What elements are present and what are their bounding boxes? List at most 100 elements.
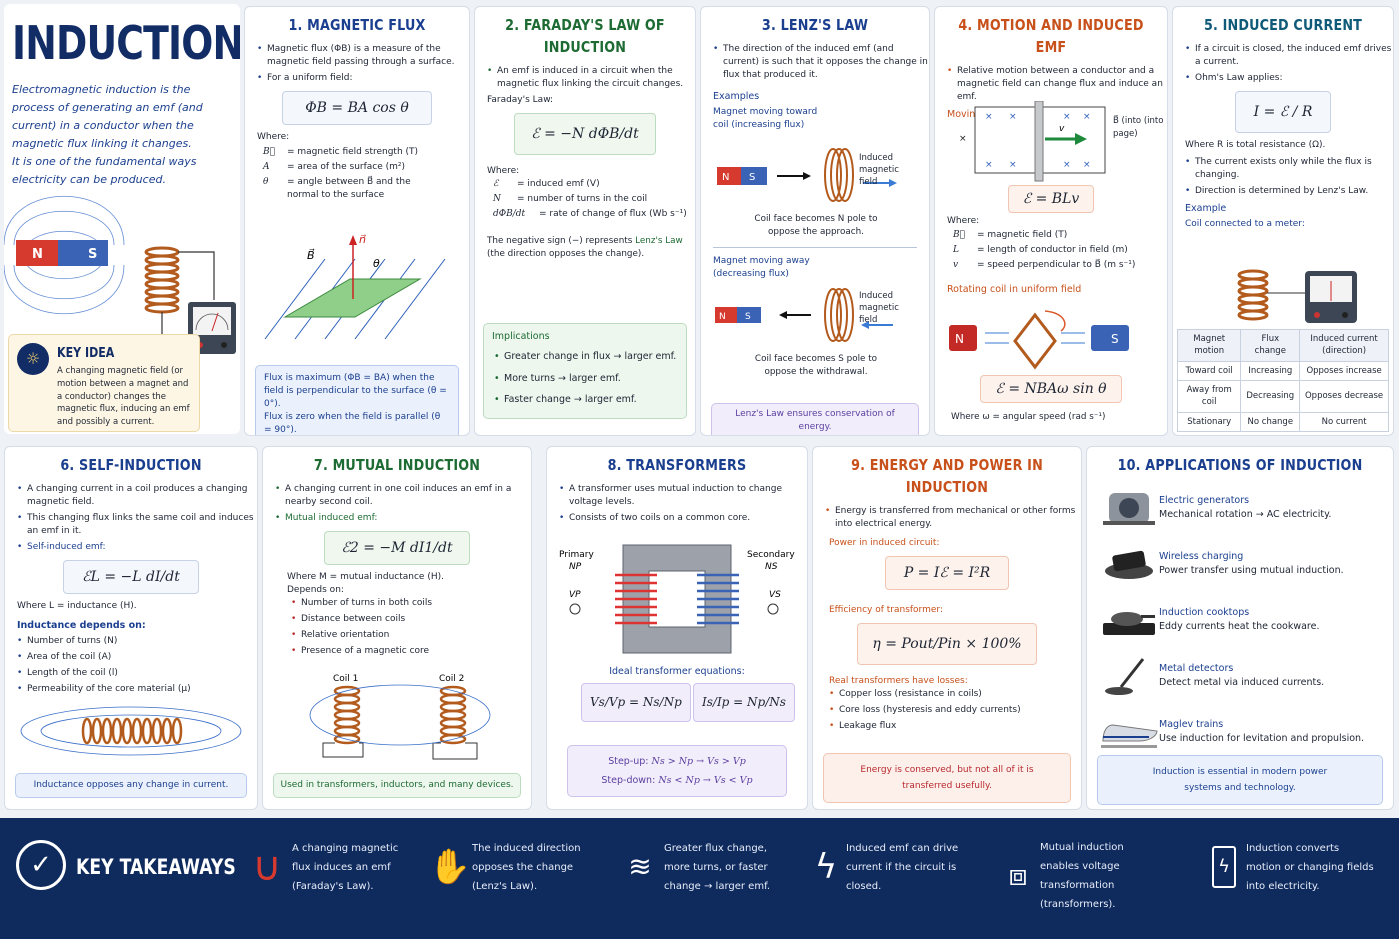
ohms-law-formula: I = ℰ / R: [1234, 90, 1332, 134]
key-takeaways-bar: ✓ KEY TAKEAWAYS ∪ A changing magnetic fl…: [0, 818, 1399, 939]
intro-text: Electromagnetic induction is the process…: [12, 82, 203, 151]
motion-var: L= length of conductor in field (m): [953, 245, 1128, 256]
table-header: Flux change: [1240, 329, 1301, 362]
lenz-ex1-title: Magnet moving toward coil (increasing fl…: [713, 106, 818, 130]
generator-icon: [1103, 492, 1155, 525]
loss-item: Copper loss (resistance in coils): [829, 688, 1081, 701]
faraday-formula: ℰ = −N dΦB/dt: [514, 112, 656, 155]
loss-item: Core loss (hysteresis and eddy currents): [829, 704, 1081, 717]
battery-charge-icon: ϟ: [1202, 838, 1246, 896]
flux-note: Flux is maximum (ΦB = BA) when the field…: [255, 365, 459, 435]
intro-panel: INDUCTION Electromagnetic induction is t…: [4, 4, 240, 434]
lenz-ex1-caption: Coil face becomes N pole to oppose the a…: [754, 214, 878, 237]
panel-faraday: 2. FARADAY'S LAW OF INDUCTION An emf is …: [474, 6, 696, 436]
maglev-train-icon: [1101, 724, 1158, 748]
loss-item: Leakage flux: [829, 720, 1081, 733]
panel-lenz: 3. LENZ'S LAW The direction of the induc…: [700, 6, 930, 436]
flux-title: 1. MAGNETIC FLUX: [288, 16, 426, 34]
dependency-item: Number of turns (N): [17, 635, 257, 648]
lenz-examples: Examples: [713, 90, 760, 102]
faraday-where: Where:: [487, 165, 520, 176]
voltage-ratio-formula: Vs/Vp = Ns/Np: [581, 683, 691, 723]
motion-title: 4. MOTION AND INDUCED EMF: [958, 16, 1144, 56]
wireless-charger-icon: [1105, 550, 1153, 579]
moving-conductor-diagram: ×××× ××××× v: [959, 101, 1106, 182]
power-formula: P = Iℰ = I²R: [884, 555, 1010, 590]
current-title: 5. INDUCED CURRENT: [1203, 16, 1363, 34]
implication-item: Greater change in flux → larger emf.: [494, 350, 682, 364]
rotating-coil-diagram: N S: [949, 310, 1129, 370]
normal-label: n⃗: [359, 233, 366, 246]
panel-transformers: 8. TRANSFORMERS A transformer uses mutua…: [546, 446, 808, 810]
field-label: B⃗: [307, 248, 315, 262]
takeaway-item: A changing magnetic flux induces an emf …: [292, 842, 399, 892]
mutual-emf-formula: ℰ2 = −M dI1/dt: [324, 530, 470, 566]
primary-label: Primary: [559, 550, 594, 560]
table-header: Induced current (direction): [1299, 329, 1389, 362]
flux-surface-diagram: n⃗ B⃗ θ: [264, 233, 446, 340]
svg-text:S: S: [745, 312, 751, 322]
takeaway-item: Greater flux change, more turns, or fast…: [664, 842, 771, 892]
panel-induced-current: 5. INDUCED CURRENT If a circuit is close…: [1172, 6, 1394, 436]
svg-text:N: N: [955, 332, 964, 346]
energy-title: 9. ENERGY AND POWER IN INDUCTION: [851, 456, 1043, 496]
current-bullet-3: The current exists only while the flux i…: [1185, 156, 1393, 182]
lenz-bullet-1: The direction of the induced emf (and cu…: [713, 43, 929, 82]
energy-note: Energy is conserved, but not all of it i…: [823, 753, 1071, 804]
applications-note: Induction is essential in modern power s…: [1097, 755, 1383, 806]
dependency-item: Distance between coils: [291, 613, 531, 626]
current-bullet-2: Ohm's Law applies:: [1185, 72, 1393, 85]
table-row: Magnet motion Flux change Induced curren…: [1176, 329, 1389, 362]
power-title: Power in induced circuit:: [829, 537, 940, 548]
mutual-bullet-1: A changing current in one coil induces a…: [275, 483, 531, 509]
faraday-bullet-1: An emf is induced in a circuit when the …: [487, 65, 695, 91]
np-label: NP: [569, 562, 582, 572]
coil-1-label: Coil 1: [333, 674, 358, 684]
motion-bullet-1: Relative motion between a conductor and …: [947, 65, 1167, 104]
implications-title: Implications: [492, 331, 550, 342]
svg-text:×: ×: [985, 160, 993, 170]
key-idea-title: KEY IDEA: [57, 346, 115, 361]
magnet-n-pole: [16, 240, 58, 266]
mutual-where: Where M = mutual inductance (H).: [287, 572, 444, 583]
faraday-title: 2. FARADAY'S LAW OF INDUCTION: [505, 16, 665, 56]
current-bullet-4: Direction is determined by Lenz's Law.: [1185, 185, 1393, 198]
faraday-var: N= number of turns in the coil: [493, 194, 648, 205]
flux-var: A= area of the surface (m²): [263, 162, 406, 173]
hand-stop-icon: ✋: [428, 847, 472, 887]
two-coils-diagram: Coil 1 Coil 2: [309, 674, 491, 760]
takeaway-item: Induction converts motion or changing fi…: [1246, 842, 1374, 892]
applications-title: 10. APPLICATIONS OF INDUCTION: [1117, 456, 1363, 474]
current-ratio-formula: Is/Ip = Np/Ns: [693, 683, 795, 723]
faraday-law-label: Faraday's Law:: [487, 94, 554, 105]
omega-note: Where ω = angular speed (rad s⁻¹): [951, 412, 1106, 422]
dependency-item: Length of the coil (l): [17, 667, 257, 680]
key-idea-text: A changing magnetic field (or motion bet…: [57, 366, 190, 427]
takeaway-item: Induced emf can drive current if the cir…: [846, 842, 959, 892]
coil-meter-illustration: [1237, 269, 1357, 323]
svg-text:×: ×: [1009, 112, 1017, 122]
mutual-bullet-2: Mutual induced emf:: [275, 512, 531, 525]
field-into-page-label: B⃗ (into (into page): [1113, 116, 1164, 139]
u-magnet-icon: ∪: [252, 844, 282, 890]
dependency-item: Permeability of the core material (μ): [17, 683, 257, 696]
dependency-item: Area of the coil (A): [17, 651, 257, 664]
velocity-label: v: [1059, 124, 1065, 134]
theta-label: θ: [373, 257, 380, 270]
blv-formula: ℰ = BLv: [1007, 185, 1095, 214]
self-bullet-2: This changing flux links the same coil a…: [17, 512, 257, 538]
panel-self-induction: 6. SELF-INDUCTION A changing current in …: [4, 446, 258, 810]
magnet-s-pole: [58, 240, 108, 266]
dependency-item: Presence of a magnetic core: [291, 645, 531, 658]
transformer-bullet-1: A transformer uses mutual induction to c…: [559, 483, 807, 509]
checkmark-icon: ✓: [16, 840, 66, 890]
motion-var: v= speed perpendicular to B⃗ (m s⁻¹): [953, 260, 1136, 271]
faraday-neg-note: The negative sign (−) represents Lenz's …: [487, 236, 683, 259]
panel-applications: 10. APPLICATIONS OF INDUCTION Electric g…: [1086, 446, 1394, 810]
svg-text:N: N: [722, 172, 729, 183]
svg-text:×: ×: [985, 112, 993, 122]
